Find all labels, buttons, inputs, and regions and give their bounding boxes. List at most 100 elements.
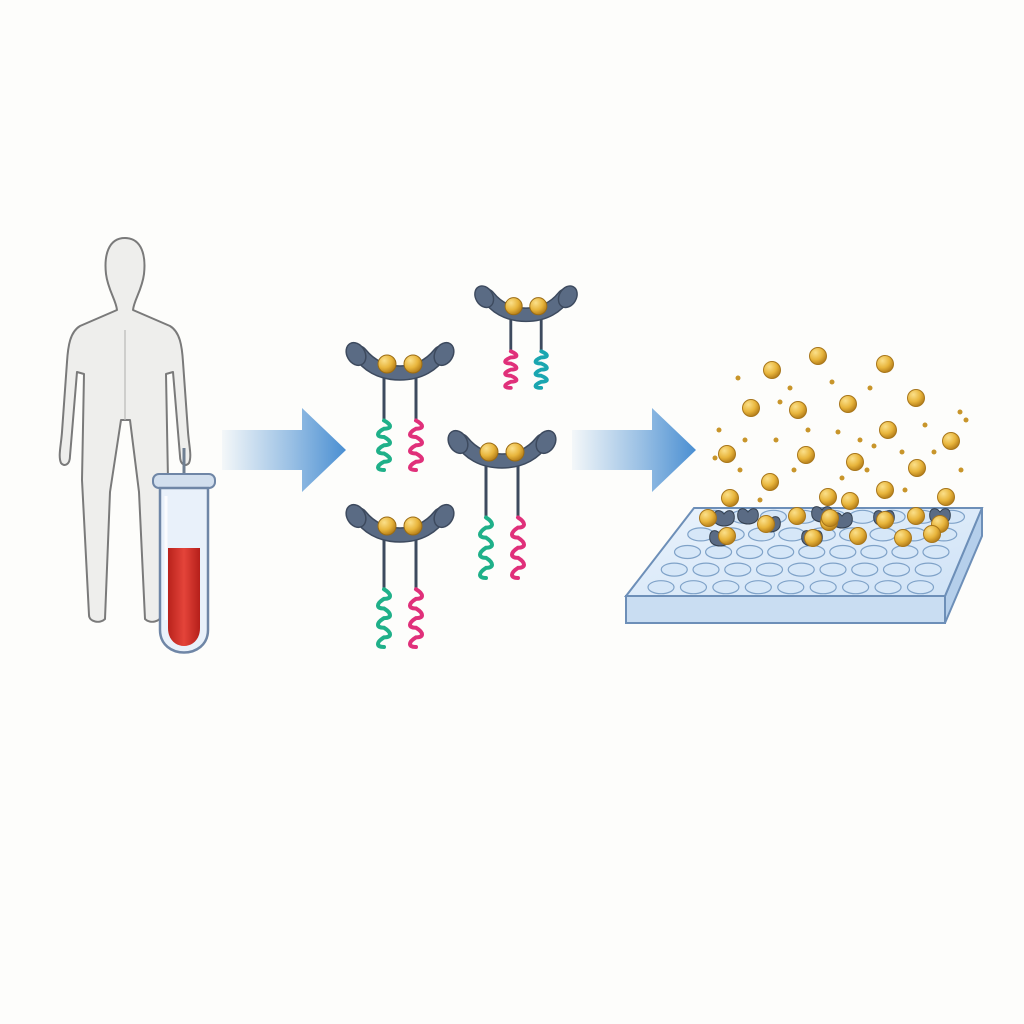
strand-magenta [408, 418, 424, 472]
gold-speck [737, 467, 743, 473]
gold-speck [791, 467, 797, 473]
gold-speck [857, 437, 863, 443]
gold-particle [841, 492, 859, 510]
plate-well [798, 544, 826, 560]
gold-particle [788, 507, 806, 525]
gold-speck [839, 475, 845, 481]
probe-body [453, 433, 551, 469]
gold-speck [899, 449, 905, 455]
strand-magenta [408, 587, 424, 649]
gold-speck [757, 497, 763, 503]
gold-speck [922, 422, 928, 428]
plate-well [777, 580, 805, 595]
gold-speck [742, 437, 748, 443]
gold-speck [871, 443, 877, 449]
probe-complex-1 [345, 341, 455, 472]
gold-particle [761, 473, 779, 491]
plate-well [704, 544, 733, 560]
plate-well [744, 580, 772, 595]
plate-well [712, 580, 740, 595]
plate-well [891, 544, 919, 560]
strand-green [478, 515, 494, 580]
arrow-step2-to-step3 [572, 408, 696, 492]
gold-speck [777, 399, 783, 405]
gold-particle [821, 509, 839, 527]
gold-particle [804, 529, 822, 547]
gold-bead [377, 354, 397, 374]
plate-well [679, 580, 708, 595]
bound-complex [737, 508, 759, 525]
gold-speck [829, 379, 835, 385]
probe-body [480, 288, 572, 323]
human-figure-icon [58, 237, 192, 623]
gold-speck [963, 417, 969, 423]
gold-speck [716, 427, 722, 433]
gold-speck [835, 429, 841, 435]
gold-particle [942, 432, 960, 450]
plate-well [647, 580, 675, 595]
plate-well [874, 580, 902, 595]
strand-teal [533, 349, 549, 390]
gold-particle [718, 445, 736, 463]
bound-complex [713, 510, 735, 527]
gold-speck [735, 375, 741, 381]
gold-bead [403, 354, 423, 374]
gold-speck [787, 385, 793, 391]
gold-particle [876, 511, 894, 529]
plate-well [767, 544, 795, 560]
gold-speck [867, 385, 873, 391]
gold-particle [742, 399, 760, 417]
plate-well [914, 562, 942, 577]
plate-well [778, 527, 806, 542]
well-plate-icon [623, 507, 984, 624]
probe-complex-3 [447, 429, 557, 580]
gold-particle [876, 355, 894, 373]
plate-well [809, 580, 837, 595]
plate-well [869, 527, 897, 542]
probe-body [351, 507, 449, 543]
plate-well [906, 580, 935, 595]
probe-complex-4 [345, 503, 455, 649]
gold-speck [931, 449, 937, 455]
gold-particle [876, 481, 894, 499]
gold-particle [819, 488, 837, 506]
gold-bead [479, 442, 499, 462]
plate-well [882, 562, 911, 577]
gold-particle [908, 459, 926, 477]
plate-well [755, 562, 784, 577]
gold-speck [902, 487, 908, 493]
gold-bead [529, 297, 548, 316]
plate-well [851, 562, 879, 577]
gold-particle [907, 507, 925, 525]
plate-well [724, 562, 752, 577]
gold-bead [377, 516, 397, 536]
gold-particle [797, 446, 815, 464]
gold-particle [757, 515, 775, 533]
gold-speck [805, 427, 811, 433]
plate-well [819, 562, 847, 577]
plate-well [673, 544, 702, 560]
plate-well [922, 544, 950, 560]
plate-well [660, 562, 688, 577]
strand-green [376, 418, 392, 472]
gold-speck [958, 467, 964, 473]
gold-particle [923, 525, 941, 543]
strand-green [376, 587, 392, 649]
gold-speck [712, 455, 718, 461]
gold-bead [403, 516, 423, 536]
plate-well [842, 580, 870, 595]
gold-bead [504, 297, 523, 316]
gold-particle [907, 389, 925, 407]
gold-particle [809, 347, 827, 365]
probe-complex-2 [474, 285, 578, 390]
gold-particle [839, 395, 857, 413]
gold-particle [849, 527, 867, 545]
gold-speck [864, 467, 870, 473]
plate-well [848, 509, 877, 524]
gold-speck [773, 437, 779, 443]
gold-particle [699, 509, 717, 527]
gold-particle [721, 489, 739, 507]
gold-particles [699, 347, 969, 547]
strand-magenta [510, 515, 526, 580]
